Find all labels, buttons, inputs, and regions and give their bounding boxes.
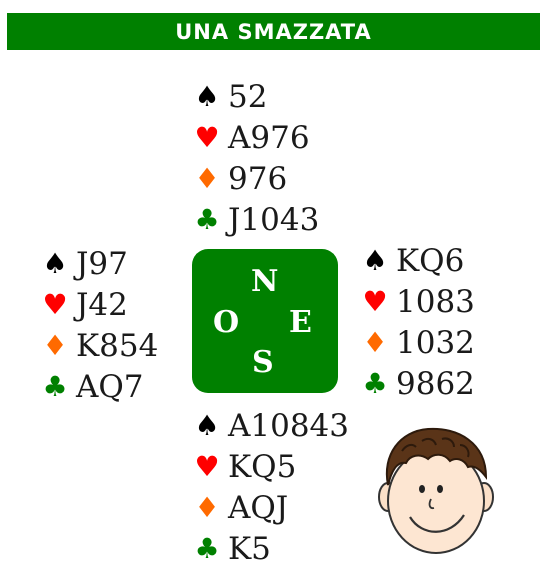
club-icon: ♣ — [194, 532, 220, 565]
hand-west-diamonds-row: ♦ K854 — [36, 325, 158, 366]
hand-east-spades: KQ6 — [396, 242, 465, 279]
hand-east-diamonds: 1032 — [396, 324, 475, 361]
compass-south: S — [252, 345, 274, 380]
hand-east-hearts-row: ♥ 1083 — [356, 281, 475, 322]
hand-south-hearts: KQ5 — [228, 448, 297, 485]
hand-east: ♠ KQ6 ♥ 1083 ♦ 1032 ♣ 9862 — [356, 240, 475, 404]
hand-west-clubs-row: ♣ AQ7 — [36, 366, 158, 407]
hand-south-clubs-row: ♣ K5 — [188, 528, 349, 569]
diamond-icon: ♦ — [42, 329, 68, 362]
club-icon: ♣ — [362, 367, 388, 400]
hand-east-diamonds-row: ♦ 1032 — [356, 322, 475, 363]
compass-north: N — [251, 264, 279, 299]
club-icon: ♣ — [42, 370, 68, 403]
heart-icon: ♥ — [362, 285, 388, 318]
hand-west-hearts: J42 — [76, 286, 128, 323]
hand-north-spades: 52 — [228, 78, 268, 115]
hand-west: ♠ J97 ♥ J42 ♦ K854 ♣ AQ7 — [36, 243, 158, 407]
hand-south-diamonds: AQJ — [228, 489, 289, 526]
hand-west-hearts-row: ♥ J42 — [36, 284, 158, 325]
diamond-icon: ♦ — [194, 491, 220, 524]
spade-icon: ♠ — [42, 247, 68, 280]
hand-south-clubs: K5 — [228, 530, 271, 567]
heart-icon: ♥ — [194, 450, 220, 483]
hand-north-hearts-row: ♥ A976 — [188, 117, 319, 158]
hand-south: ♠ A10843 ♥ KQ5 ♦ AQJ ♣ K5 — [188, 405, 349, 569]
hand-north-hearts: A976 — [228, 119, 310, 156]
heart-icon: ♥ — [42, 288, 68, 321]
hand-north-diamonds: 976 — [228, 160, 288, 197]
hand-south-spades: A10843 — [228, 407, 350, 444]
hand-north-spades-row: ♠ 52 — [188, 76, 319, 117]
hand-west-spades-row: ♠ J97 — [36, 243, 158, 284]
title-banner: UNA SMAZZATA — [7, 13, 540, 50]
spade-icon: ♠ — [362, 244, 388, 277]
hand-north-clubs-row: ♣ J1043 — [188, 199, 319, 240]
hand-west-spades: J97 — [76, 245, 128, 282]
compass-west: O — [213, 305, 240, 340]
cartoon-face-icon — [376, 425, 496, 561]
hand-south-spades-row: ♠ A10843 — [188, 405, 349, 446]
hand-south-diamonds-row: ♦ AQJ — [188, 487, 349, 528]
compass-east: E — [289, 305, 312, 340]
hand-north-clubs: J1043 — [228, 201, 320, 238]
hand-west-diamonds: K854 — [76, 327, 159, 364]
spade-icon: ♠ — [194, 409, 220, 442]
hand-east-spades-row: ♠ KQ6 — [356, 240, 475, 281]
hand-east-clubs: 9862 — [396, 365, 475, 402]
hand-south-hearts-row: ♥ KQ5 — [188, 446, 349, 487]
heart-icon: ♥ — [194, 121, 220, 154]
hand-north-diamonds-row: ♦ 976 — [188, 158, 319, 199]
hand-east-hearts: 1083 — [396, 283, 475, 320]
page-title: UNA SMAZZATA — [175, 19, 372, 44]
club-icon: ♣ — [194, 203, 220, 236]
hand-west-clubs: AQ7 — [76, 368, 144, 405]
diamond-icon: ♦ — [194, 162, 220, 195]
cartoon-face-svg — [378, 427, 494, 554]
compass-table: N O E S — [192, 249, 338, 393]
hand-east-clubs-row: ♣ 9862 — [356, 363, 475, 404]
spade-icon: ♠ — [194, 80, 220, 113]
diamond-icon: ♦ — [362, 326, 388, 359]
hand-north: ♠ 52 ♥ A976 ♦ 976 ♣ J1043 — [188, 76, 319, 240]
